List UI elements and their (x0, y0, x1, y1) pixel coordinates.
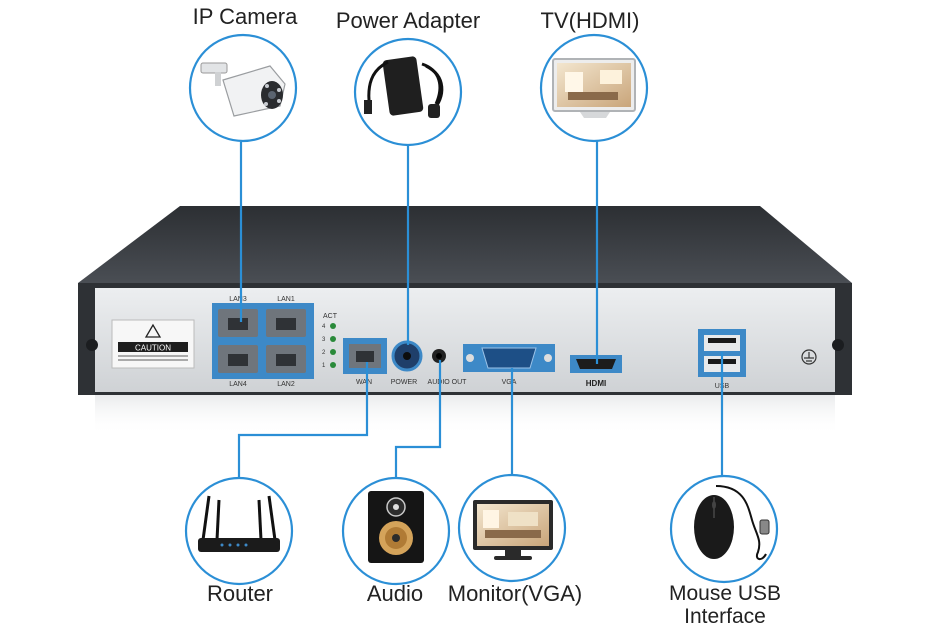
router-circle (184, 476, 294, 586)
power-port: POWER (391, 340, 423, 386)
ip-camera-circle (188, 33, 298, 143)
monitor-circle (457, 473, 567, 583)
lan-ports: LAN3 LAN1 LAN4 LAN2 (212, 296, 314, 388)
act-4: 4 (322, 324, 326, 330)
audio-circle (341, 476, 451, 586)
lan1-text: LAN1 (277, 296, 295, 303)
act-text: ACT (323, 313, 338, 320)
audio-out-text: AUDIO OUT (428, 379, 468, 386)
line-audio (394, 360, 442, 478)
mouse-usb-label-line2: Interface (684, 605, 766, 628)
tv-icon (552, 58, 636, 118)
power-adapter-icon (364, 56, 444, 118)
wan-port: WAN (343, 338, 387, 386)
power-adapter-circle (353, 37, 463, 147)
mouse-usb-label-line1: Mouse USB (668, 582, 782, 605)
wan-text: WAN (356, 379, 372, 386)
caution-text: CAUTION (135, 344, 171, 353)
monitor-vga-label: Monitor(VGA) (447, 581, 583, 606)
line-router (237, 362, 369, 478)
router-icon (198, 495, 280, 552)
vga-port: VGA (463, 344, 555, 386)
act-1: 1 (322, 363, 326, 369)
audio-label: Audio (366, 581, 424, 606)
hdmi-text: HDMI (586, 379, 606, 388)
mouse-circle (669, 474, 779, 584)
act-2: 2 (322, 350, 326, 356)
audio-out-port: AUDIO OUT (428, 349, 468, 386)
power-adapter-label: Power Adapter (335, 8, 481, 33)
ip-camera-label: IP Camera (192, 4, 298, 29)
ground-icon (801, 349, 817, 365)
ip-camera-icon (200, 62, 286, 117)
lan4-text: LAN4 (229, 381, 247, 388)
caution-sticker: CAUTION (111, 319, 195, 369)
vga-text: VGA (502, 379, 517, 386)
connection-lines (237, 141, 724, 478)
tv-hdmi-label: TV(HDMI) (540, 8, 640, 33)
power-text: POWER (391, 379, 417, 386)
monitor-icon (473, 500, 553, 560)
lan3-text: LAN3 (229, 296, 247, 303)
lan2-text: LAN2 (277, 381, 295, 388)
router-label: Router (206, 581, 274, 606)
act-3: 3 (322, 337, 326, 343)
act-leds: ACT 4 3 2 1 (322, 313, 338, 369)
mouse-icon (694, 485, 770, 560)
speaker-icon (368, 491, 424, 563)
tv-circle (539, 33, 649, 143)
